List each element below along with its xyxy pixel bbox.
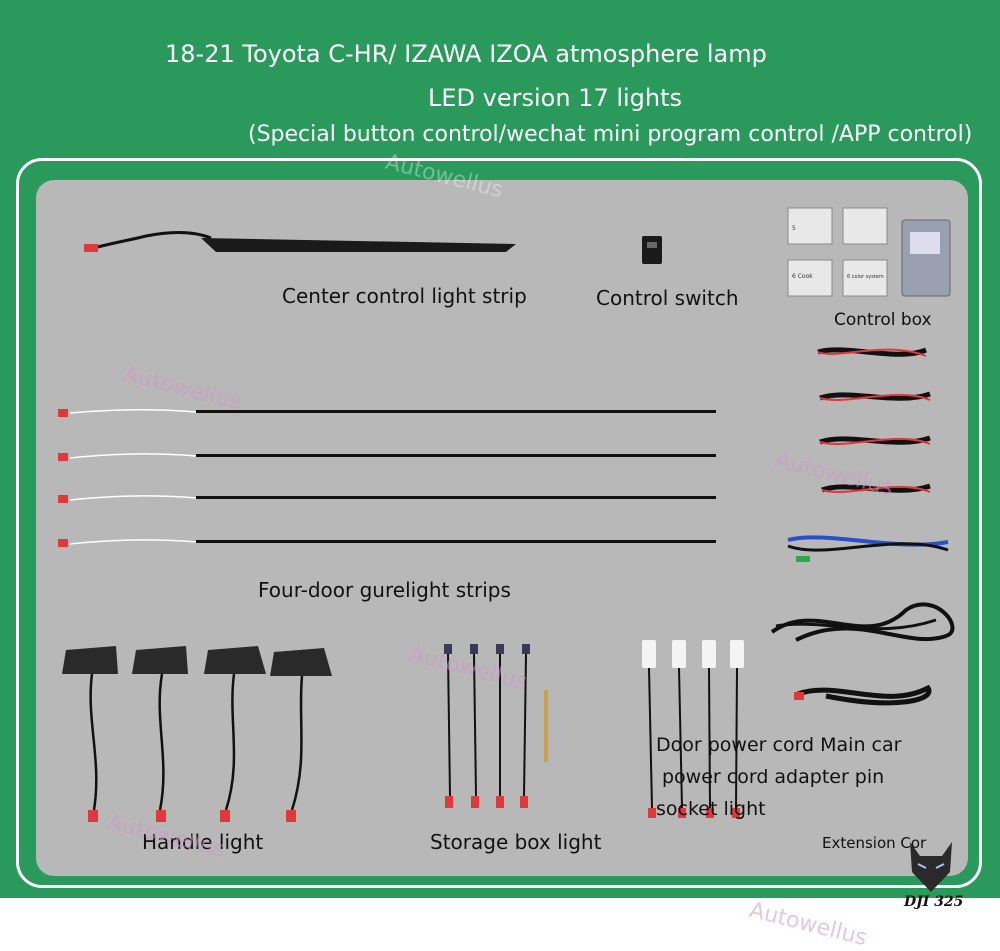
- kit-illustration: 5 6 Cook 6 color system: [58, 207, 955, 822]
- door-socket-lights: [642, 640, 744, 818]
- handle-lights: [62, 646, 332, 822]
- door-power-label-2: power cord adapter pin: [662, 766, 885, 788]
- module-label: 5: [792, 225, 796, 232]
- title-line-3: (Special button control/wechat mini prog…: [248, 122, 973, 147]
- storage-box-label: Storage box light: [430, 830, 602, 854]
- control-box-part: 5 6 Cook 6 color system: [787, 207, 951, 297]
- wire-harnesses: [770, 347, 955, 706]
- white-outline: [16, 158, 982, 888]
- control-switch-part: [642, 236, 662, 264]
- center-strip-label: Center control light strip: [282, 284, 527, 308]
- brand-logo: DJI 325: [896, 832, 966, 912]
- door-power-label-3: socket light: [656, 798, 766, 820]
- handle-light-label: Handle light: [142, 830, 264, 854]
- watermark: Autowellus: [746, 897, 870, 951]
- product-board: 5 6 Cook 6 color system: [36, 180, 968, 876]
- four-door-label: Four-door gurelight strips: [258, 578, 511, 602]
- control-box-label: Control box: [834, 310, 932, 330]
- door-power-label-1: Door power cord Main car: [656, 734, 902, 756]
- center-control-strip: [84, 230, 516, 252]
- four-door-strips: [58, 409, 716, 547]
- control-switch-label: Control switch: [596, 286, 739, 310]
- title-line-2: LED version 17 lights: [428, 84, 683, 112]
- title-line-1: 18-21 Toyota C-HR/ IZAWA IZOA atmosphere…: [165, 40, 767, 68]
- module-label: 6 color system: [847, 274, 884, 280]
- brand-mark: DJI 325: [903, 894, 963, 910]
- extension-label: Extension Cor: [822, 834, 927, 852]
- module-label: 6 Cook: [792, 273, 813, 280]
- wolf-logo-icon: DJI 325: [903, 842, 963, 910]
- storage-box-lights: [444, 644, 548, 808]
